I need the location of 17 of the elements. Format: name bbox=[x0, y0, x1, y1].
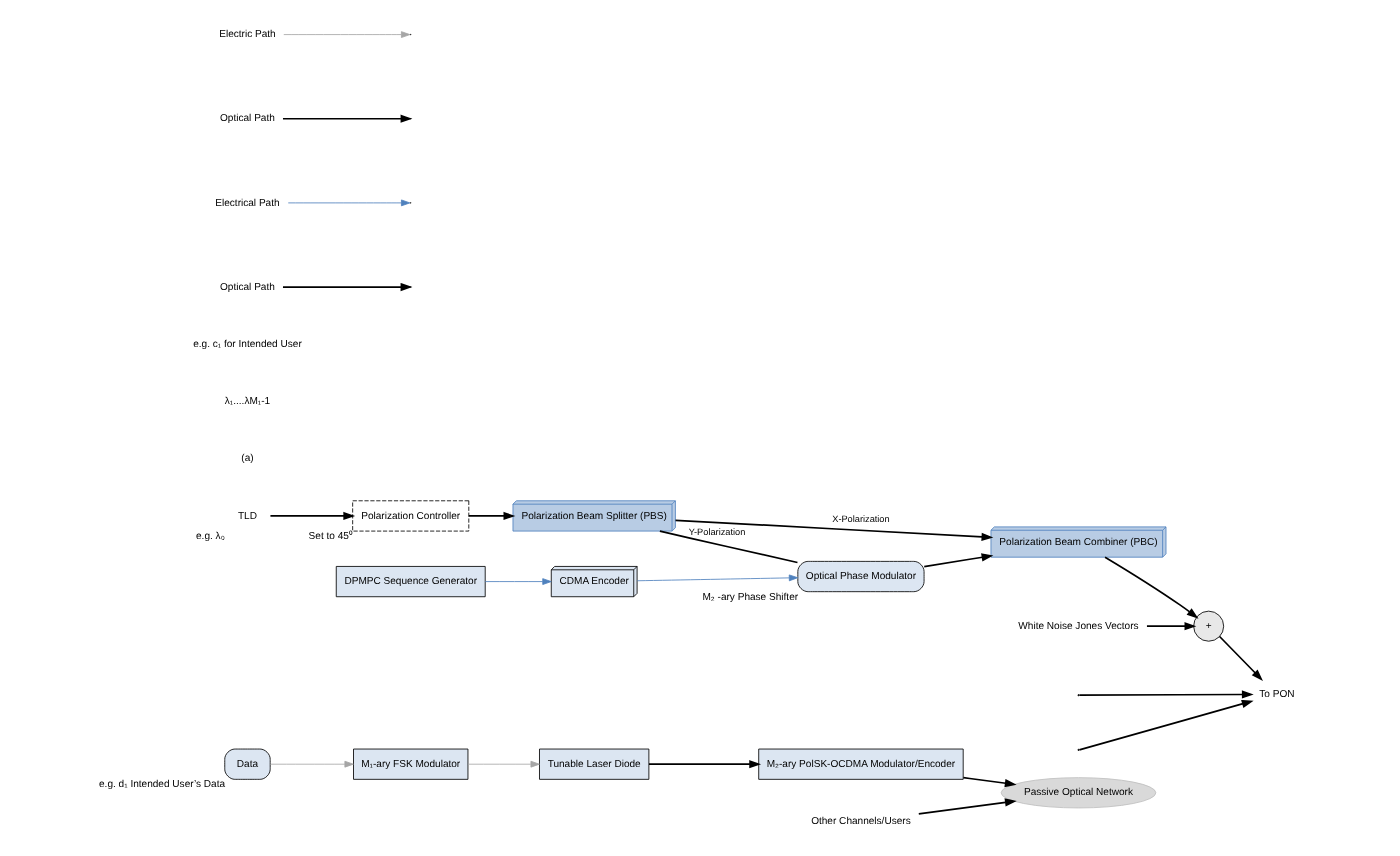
arrow bbox=[268, 511, 355, 521]
arrow bbox=[467, 511, 515, 521]
arrow bbox=[269, 760, 353, 768]
arrow bbox=[647, 760, 761, 769]
arrow bbox=[635, 574, 798, 582]
arrow bbox=[1217, 635, 1262, 681]
arrow bbox=[466, 760, 539, 768]
arrow bbox=[1103, 556, 1198, 619]
arrow bbox=[1077, 690, 1253, 708]
arrow bbox=[916, 798, 1016, 815]
arrow bbox=[483, 578, 551, 585]
arrow bbox=[1145, 622, 1196, 631]
arrow bbox=[922, 553, 993, 568]
arrow bbox=[961, 776, 1016, 788]
connector bbox=[658, 530, 798, 564]
arrow bbox=[1077, 690, 1253, 751]
arrow bbox=[673, 519, 993, 541]
